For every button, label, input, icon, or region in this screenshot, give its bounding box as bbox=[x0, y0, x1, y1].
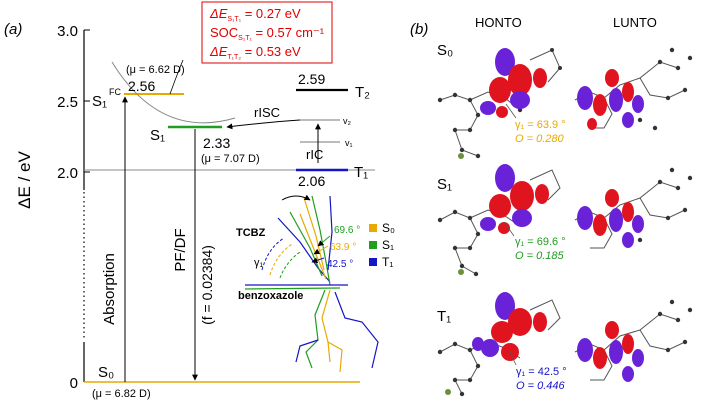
legend-swatch-t1 bbox=[369, 258, 377, 266]
legend-label-s0: S₀ bbox=[382, 221, 395, 235]
s0-state-label: S₀ bbox=[98, 364, 114, 381]
angle-t1-label: 42.5 ° bbox=[327, 259, 353, 270]
risc-label: rISC bbox=[254, 105, 280, 120]
callout-line-1: ΔES₁T₁ = 0.27 eV bbox=[209, 6, 301, 23]
risc-arrow bbox=[226, 119, 301, 130]
orbital-row-s0: S₀ bbox=[437, 42, 693, 159]
s1-state-label: S₁ bbox=[150, 127, 165, 144]
gamma-pointer-s1 bbox=[503, 221, 515, 237]
s0-dipole: (μ = 6.82 D) bbox=[92, 388, 151, 400]
lunto-s0-molecule bbox=[574, 47, 693, 131]
pfdf-label: PF/DF bbox=[172, 228, 189, 271]
oscillator-strength-label: (f = 0.02384) bbox=[199, 245, 215, 325]
callout-line-2: SOCS₁T₁ = 0.57 cm⁻¹ bbox=[210, 25, 325, 42]
callout-line-3: ΔET₁T₂ = 0.53 eV bbox=[209, 44, 301, 61]
lunto-t1-molecule bbox=[574, 299, 693, 382]
orbital-row-t1: T₁ bbox=[437, 292, 693, 397]
gamma-s0: γ₁ = 63.9 ° bbox=[515, 119, 566, 131]
v2-label: v₂ bbox=[343, 116, 352, 126]
ric-label: rIC bbox=[306, 147, 323, 162]
lunto-header: LUNTO bbox=[613, 15, 657, 30]
overlap-t1: O = 0.446 bbox=[516, 380, 566, 392]
s1-dipole: (μ = 7.07 D) bbox=[201, 153, 260, 165]
gamma-label: γ₁ bbox=[254, 257, 264, 269]
honto-t1-molecule bbox=[437, 292, 561, 397]
s1fc-energy: 2.56 bbox=[128, 78, 155, 94]
legend-swatch-s1 bbox=[369, 241, 377, 249]
gamma-t1: γ₁ = 42.5 ° bbox=[516, 366, 567, 378]
s1-potential-curve bbox=[111, 61, 236, 124]
legend-label-t1: T₁ bbox=[382, 255, 393, 269]
s1fc-relaxation-arrow bbox=[169, 59, 184, 95]
t2-state-label: T₂ bbox=[355, 84, 370, 101]
row-state-label: T₁ bbox=[437, 308, 451, 325]
v1-label: v₁ bbox=[345, 138, 353, 148]
t2-energy: 2.59 bbox=[298, 71, 325, 87]
orbital-row-s1: S₁ bbox=[437, 164, 693, 277]
gamma-pointer-t1 bbox=[509, 351, 517, 366]
gamma-s1: γ₁ = 69.6 ° bbox=[515, 236, 566, 248]
y-tick-label: 0 bbox=[70, 375, 78, 392]
s1-energy: 2.33 bbox=[203, 135, 230, 151]
t1-energy: 2.06 bbox=[298, 173, 325, 189]
overlap-s0: O = 0.280 bbox=[515, 133, 565, 145]
y-tick-label: 2.0 bbox=[57, 165, 78, 182]
honto-header: HONTO bbox=[475, 15, 522, 30]
legend-label-s1: S₁ bbox=[382, 238, 394, 252]
honto-s0-molecule bbox=[437, 48, 562, 159]
overlap-s1: O = 0.185 bbox=[515, 250, 565, 262]
s1fc-superscript: FC bbox=[109, 87, 121, 97]
row-state-label: S₁ bbox=[437, 176, 452, 193]
t1-state-label: T₁ bbox=[354, 164, 368, 181]
lunto-s1-molecule bbox=[574, 167, 693, 249]
s1fc-state-label: S₁ bbox=[92, 93, 107, 110]
y-tick-label: 2.5 bbox=[57, 94, 78, 111]
tcbz-label: TCBZ bbox=[236, 227, 266, 239]
y-axis: 3.0 2.5 2.0 0 ΔE / eV bbox=[15, 23, 90, 392]
benzoxazole-label: benzoxazole bbox=[238, 290, 303, 302]
row-state-label: S₀ bbox=[437, 42, 453, 59]
legend-swatch-s0 bbox=[369, 224, 377, 232]
absorption-label: Absorption bbox=[101, 253, 118, 325]
angle-s0-label: 63.9 ° bbox=[330, 242, 356, 253]
energy-callout-box: ΔES₁T₁ = 0.27 eV SOCS₁T₁ = 0.57 cm⁻¹ ΔET… bbox=[201, 1, 333, 64]
y-axis-title: ΔE / eV bbox=[15, 151, 34, 209]
panel-a-label: (a) bbox=[4, 21, 22, 38]
dihedral-inset: TCBZ benzoxazole γ₁ 69.6 ° 63.9 ° 42.5 °… bbox=[236, 194, 395, 373]
panel-b-label: (b) bbox=[410, 21, 428, 38]
y-tick-label: 3.0 bbox=[57, 23, 78, 40]
honto-s1-molecule bbox=[437, 164, 561, 277]
angle-s1-label: 69.6 ° bbox=[334, 225, 360, 236]
gamma-pointer-s0 bbox=[505, 103, 517, 119]
s1fc-dipole: (μ = 6.62 D) bbox=[126, 64, 185, 76]
